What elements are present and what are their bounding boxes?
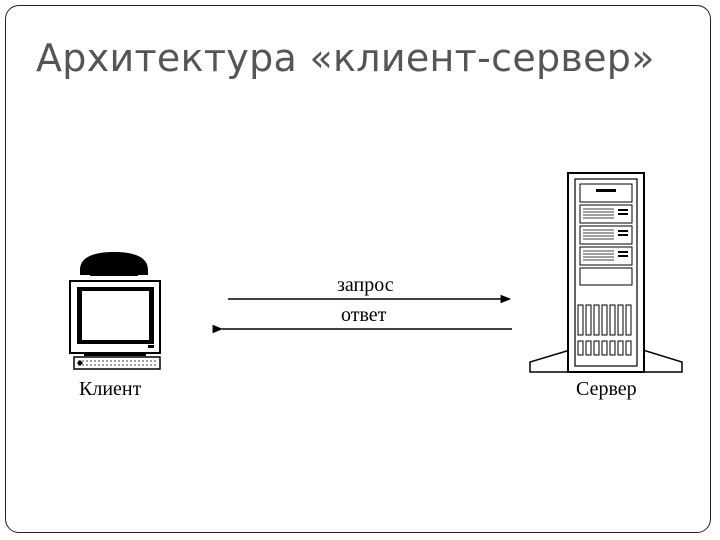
client-label: Клиент: [79, 378, 141, 401]
server-label: Сервер: [576, 378, 637, 401]
response-label: ответ: [341, 304, 386, 327]
request-label: запрос: [337, 274, 394, 297]
client-computer-icon: [70, 252, 160, 369]
server-tower-icon: [530, 173, 682, 372]
